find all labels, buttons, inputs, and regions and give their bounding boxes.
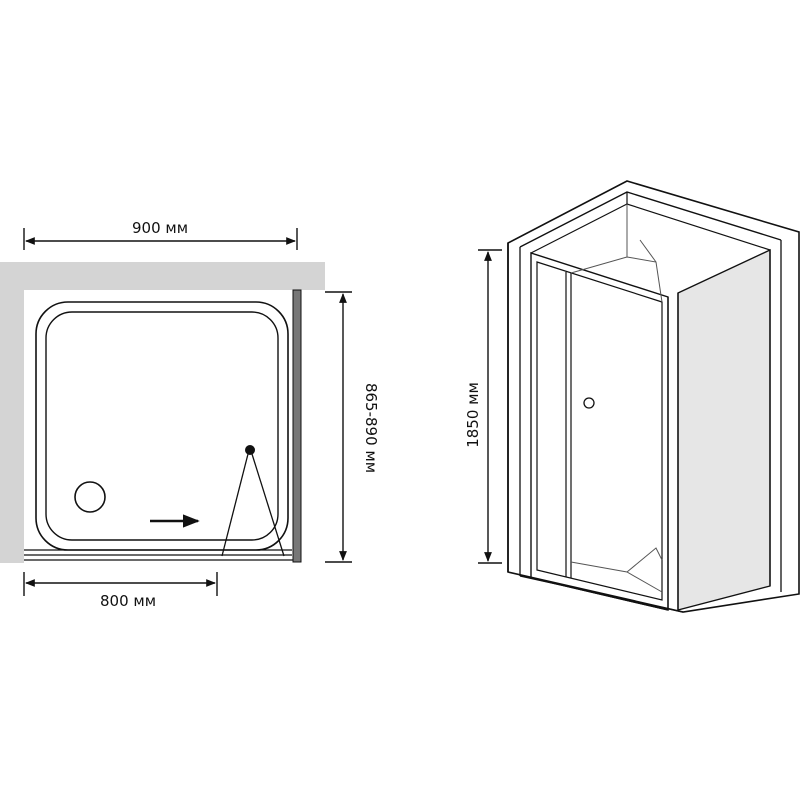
side-glass-panel [677, 248, 771, 611]
back-glass-lines-top [570, 204, 663, 303]
height-dimension: 1850 мм [464, 249, 502, 564]
iso-view: 1850 мм [464, 180, 800, 613]
drain-icon [74, 481, 106, 513]
door-fold-line-left [221, 453, 249, 557]
plan-view: 900 мм 865-890 мм 800 мм [0, 219, 380, 610]
shower-tray-inner [45, 311, 279, 541]
door-hinge-dot [245, 445, 255, 455]
width-dimension: 900 мм [23, 219, 298, 250]
door-width-label: 800 мм [100, 592, 156, 610]
side-panel [292, 289, 302, 563]
door-fold-line-right [251, 453, 285, 557]
bottom-frame [519, 575, 684, 613]
door-knob-icon [583, 397, 595, 409]
height-label: 1850 мм [464, 382, 482, 448]
width-label: 900 мм [132, 219, 188, 237]
back-glass-lines-bottom [570, 547, 663, 593]
shower-tray-outer [35, 301, 289, 551]
depth-label: 865-890 мм [362, 383, 380, 473]
door-frame-inner [536, 261, 663, 601]
door-width-dimension: 800 мм [23, 572, 218, 610]
depth-dimension: 865-890 мм [325, 291, 380, 563]
